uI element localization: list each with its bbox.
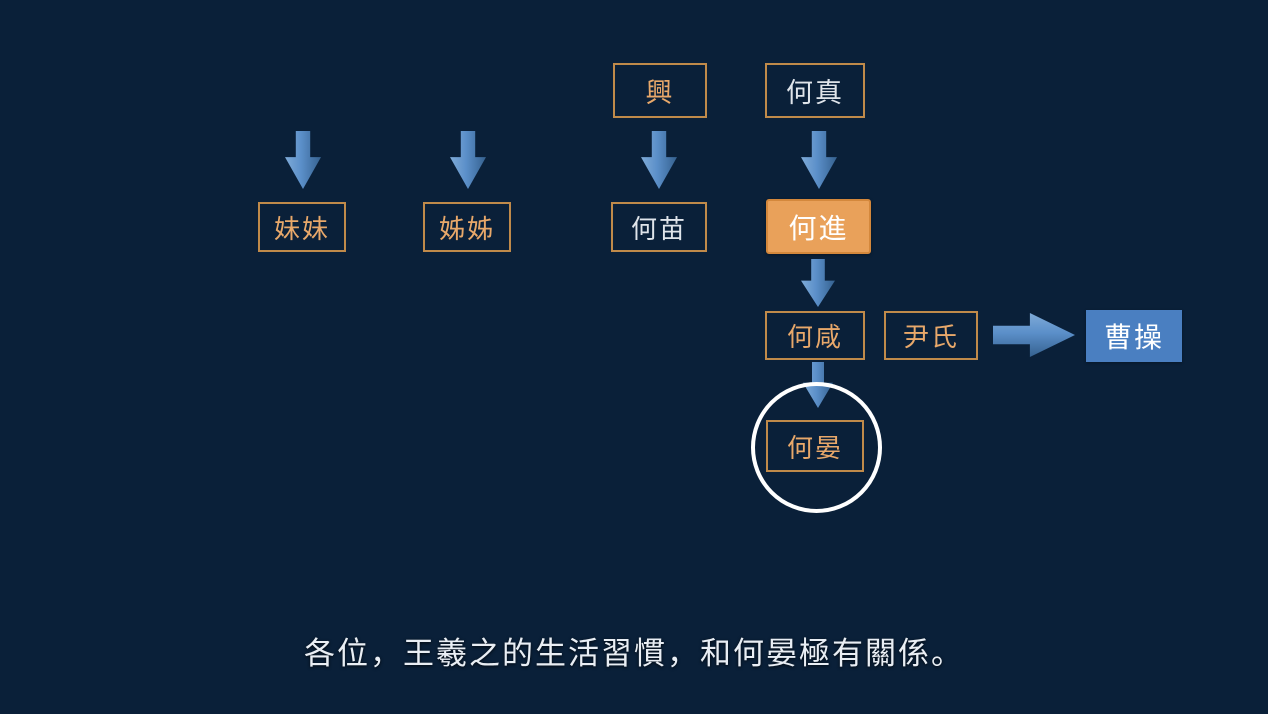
node-he-miao[interactable]: 何苗 <box>611 202 707 252</box>
node-label: 何進 <box>788 211 849 245</box>
node-label: 姊姊 <box>438 214 495 245</box>
highlight-circle-annotation <box>751 382 882 513</box>
arrow-down-icon-to-he-jin <box>801 131 837 189</box>
arrow-down-icon-to-he-miao <box>641 131 677 189</box>
node-label: 何咸 <box>786 323 843 353</box>
caption-text: 各位，王羲之的生活習慣，和何晏極有關係。 <box>304 636 964 672</box>
node-label: 何苗 <box>630 214 687 245</box>
node-xing[interactable]: 興 <box>613 63 707 118</box>
node-label: 興 <box>645 78 675 109</box>
arrow-down-icon-to-mei-mei <box>285 131 321 189</box>
node-he-zhen[interactable]: 何真 <box>765 63 865 118</box>
node-label: 曹操 <box>1103 321 1164 354</box>
node-he-xian[interactable]: 何咸 <box>765 311 865 360</box>
node-label: 尹氏 <box>902 323 959 353</box>
node-he-jin[interactable]: 何進 <box>766 199 871 254</box>
node-jie-jie[interactable]: 姊姊 <box>423 202 511 252</box>
node-mei-mei[interactable]: 妹妹 <box>258 202 346 252</box>
arrow-down-icon-to-he-xian <box>801 259 835 307</box>
arrow-right-icon-to-cao-cao <box>993 313 1075 357</box>
node-yin-shi[interactable]: 尹氏 <box>884 311 978 360</box>
node-label: 何真 <box>786 78 844 109</box>
node-cao-cao[interactable]: 曹操 <box>1086 310 1182 362</box>
arrow-down-icon-to-jie-jie <box>450 131 486 189</box>
node-label: 妹妹 <box>273 214 330 245</box>
